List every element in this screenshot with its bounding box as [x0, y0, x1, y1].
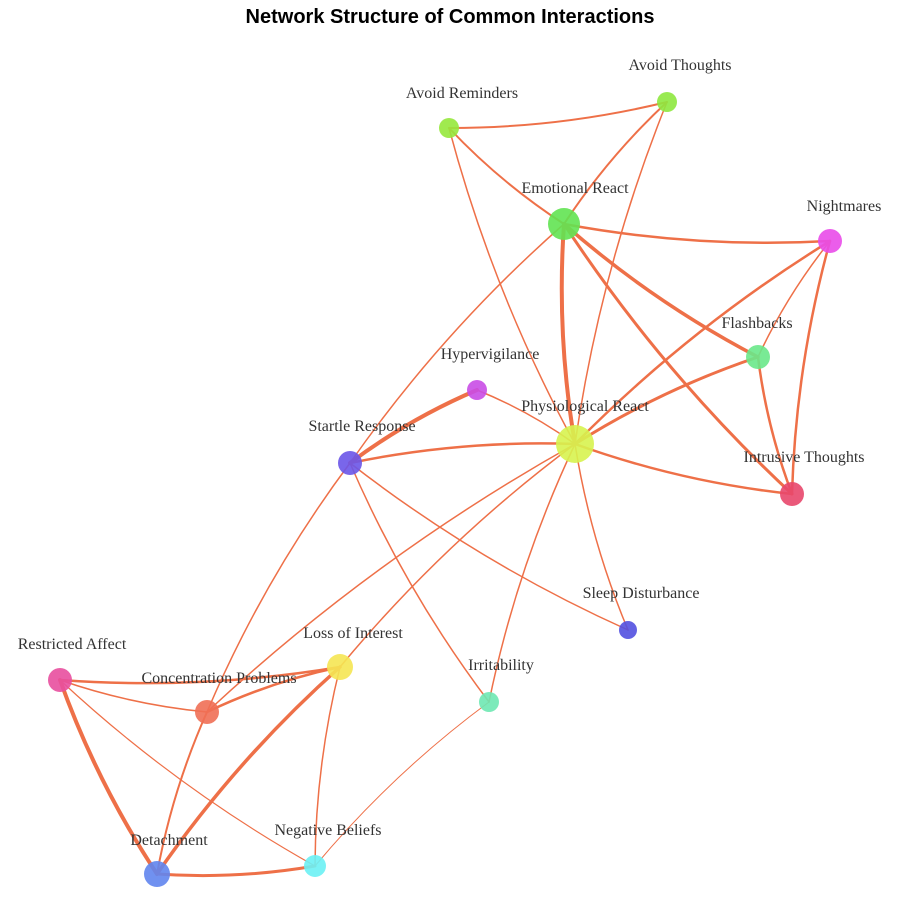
node-sleep-disturbance[interactable]: [619, 621, 637, 639]
edge-physiological-react-irritability: [488, 443, 576, 703]
edge-concentration-problems-detachment: [156, 711, 208, 875]
edge-avoid-reminders-emotional-react: [448, 127, 565, 225]
node-avoid-reminders[interactable]: [439, 118, 459, 138]
edge-emotional-react-nightmares: [562, 222, 832, 244]
edge-flashbacks-intrusive-thoughts: [756, 355, 794, 496]
node-layer: [48, 92, 842, 887]
edge-restricted-affect-loss-of-interest: [58, 665, 342, 685]
edge-loss-of-interest-detachment: [155, 665, 342, 876]
edge-emotional-react-startle-response: [349, 223, 565, 464]
edge-avoid-reminders-avoid-thoughts: [448, 101, 668, 130]
edge-emotional-react-intrusive-thoughts: [562, 222, 794, 496]
edge-loss-of-interest-negative-beliefs: [314, 666, 341, 867]
edge-nightmares-intrusive-thoughts: [790, 239, 832, 496]
node-label-concentration-problems: Concentration Problems: [141, 670, 296, 687]
node-nightmares[interactable]: [818, 229, 842, 253]
node-label-negative-beliefs: Negative Beliefs: [274, 822, 381, 839]
node-label-nightmares: Nightmares: [807, 198, 882, 215]
node-loss-of-interest[interactable]: [327, 654, 353, 680]
node-intrusive-thoughts[interactable]: [780, 482, 804, 506]
edge-restricted-affect-detachment: [58, 678, 159, 876]
edge-detachment-negative-beliefs: [155, 864, 317, 878]
node-startle-response[interactable]: [338, 451, 362, 475]
edge-loss-of-interest-concentration-problems: [205, 665, 342, 714]
node-label-startle-response: Startle Response: [308, 418, 415, 435]
node-label-intrusive-thoughts: Intrusive Thoughts: [743, 449, 864, 466]
edge-emotional-react-flashbacks: [562, 222, 760, 359]
node-physiological-react[interactable]: [556, 425, 594, 463]
node-label-flashbacks: Flashbacks: [721, 315, 792, 332]
edge-avoid-thoughts-physiological-react: [574, 101, 668, 445]
edge-physiological-react-concentration-problems: [206, 443, 576, 713]
edge-startle-response-sleep-disturbance: [349, 462, 629, 631]
chart-title: Network Structure of Common Interactions: [245, 6, 655, 28]
node-label-loss-of-interest: Loss of Interest: [303, 625, 403, 642]
node-label-avoid-reminders: Avoid Reminders: [406, 85, 518, 102]
edge-irritability-negative-beliefs: [314, 701, 490, 867]
node-hypervigilance[interactable]: [467, 380, 487, 400]
node-concentration-problems[interactable]: [195, 700, 219, 724]
node-label-detachment: Detachment: [130, 832, 208, 849]
node-label-hypervigilance: Hypervigilance: [441, 346, 540, 363]
edge-avoid-thoughts-emotional-react: [563, 101, 668, 225]
edge-emotional-react-physiological-react: [559, 222, 577, 446]
node-restricted-affect[interactable]: [48, 668, 72, 692]
edge-nightmares-flashbacks: [757, 240, 831, 358]
node-flashbacks[interactable]: [746, 345, 770, 369]
edge-startle-response-irritability: [349, 462, 490, 703]
node-detachment[interactable]: [144, 861, 170, 887]
edge-physiological-react-startle-response: [348, 442, 577, 465]
node-label-emotional-react: Emotional React: [521, 180, 629, 197]
node-emotional-react[interactable]: [548, 208, 580, 240]
edge-avoid-reminders-physiological-react: [448, 127, 576, 445]
node-label-irritability: Irritability: [468, 657, 534, 674]
edge-physiological-react-sleep-disturbance: [574, 443, 629, 631]
edge-restricted-affect-negative-beliefs: [59, 679, 316, 867]
edge-layer: [58, 101, 832, 878]
node-label-physiological-react: Physiological React: [521, 398, 649, 415]
node-avoid-thoughts[interactable]: [657, 92, 677, 112]
node-negative-beliefs[interactable]: [304, 855, 326, 877]
node-label-restricted-affect: Restricted Affect: [18, 636, 127, 653]
edge-startle-response-concentration-problems: [206, 462, 351, 713]
node-label-sleep-disturbance: Sleep Disturbance: [583, 585, 700, 602]
edge-flashbacks-physiological-react: [573, 355, 760, 446]
node-label-avoid-thoughts: Avoid Thoughts: [629, 57, 732, 74]
node-irritability[interactable]: [479, 692, 499, 712]
edge-restricted-affect-concentration-problems: [59, 679, 208, 713]
edge-physiological-react-loss-of-interest: [339, 443, 576, 668]
edge-nightmares-physiological-react: [573, 239, 832, 446]
edge-physiological-react-intrusive-thoughts: [573, 442, 794, 496]
edge-hypervigilance-startle-response: [348, 388, 479, 465]
